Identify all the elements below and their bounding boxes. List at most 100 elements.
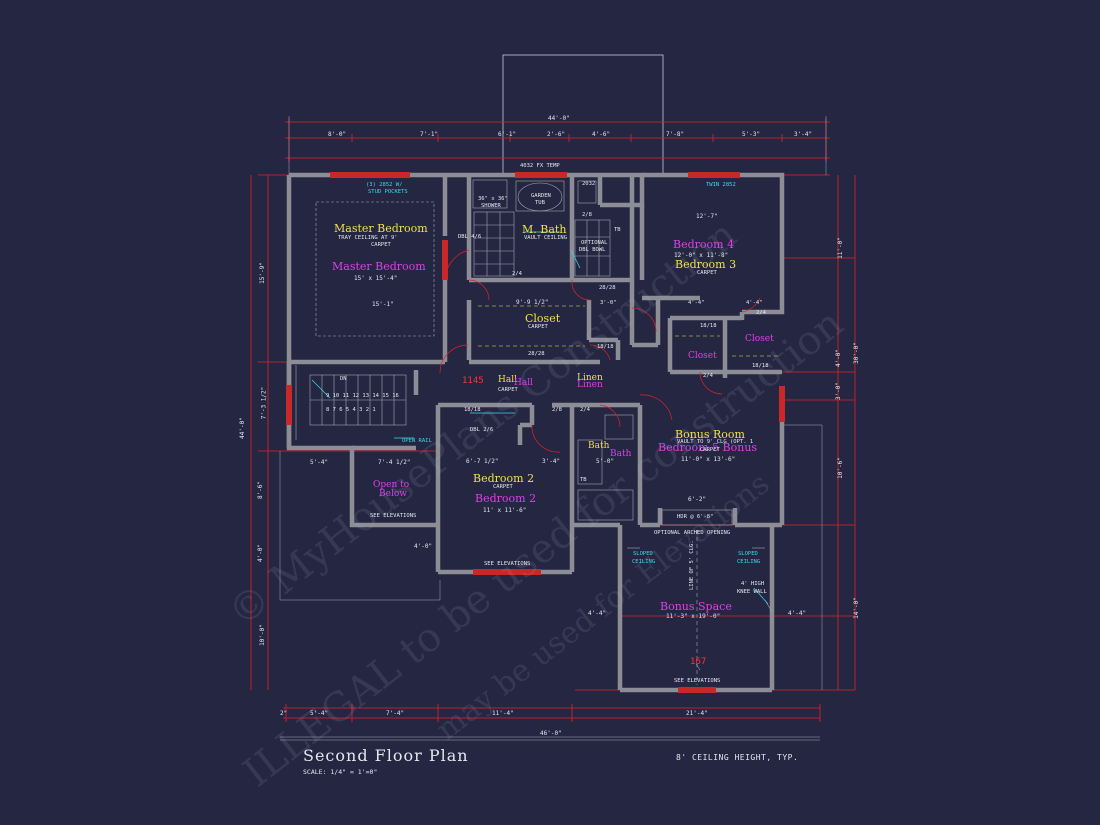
door-24-e: 2/4 <box>580 407 590 413</box>
door-swings <box>439 249 761 453</box>
dim-74: 7'-4 1/2" <box>378 459 411 466</box>
master-bedroom-label: Master Bedroom <box>334 222 428 235</box>
top-dim-8: 3'-4" <box>794 131 813 138</box>
bonus-left-dim: 4'-4" <box>588 610 607 617</box>
door-24-d: 2/4 <box>703 373 713 379</box>
bonus-bedroom-label: Bedroom 5 Bonus <box>658 441 758 454</box>
left-overall-dim: 44'-0" <box>238 417 246 439</box>
master-bedroom-carpet: CARPET <box>371 242 391 248</box>
walls <box>286 172 785 693</box>
dim-50: 5'-0" <box>596 458 615 465</box>
dbl-26: DBL 2/6 <box>470 427 494 433</box>
door-1818-c: 18/18 <box>752 363 769 369</box>
plan-scale: SCALE: 1/4" = 1'=0" <box>303 768 378 776</box>
bottom-dim-4: 11'-4" <box>492 710 514 717</box>
knee-wall-2: KNEE WALL <box>737 589 767 595</box>
sloped-ceiling-2b: CEILING <box>737 559 761 565</box>
bed2-size: 11' x 11'-6" <box>483 507 527 514</box>
open-to-below: Open to <box>373 480 410 490</box>
stair-numbers-bottom: 8 7 6 5 4 3 2 1 <box>326 407 376 413</box>
closet-label: Closet <box>525 312 561 325</box>
optional-bowl: OPTIONAL <box>581 240 608 246</box>
arched-opening: OPTIONAL ARCHED OPENING <box>654 530 731 536</box>
top-dim-2: 7'-1" <box>420 131 439 138</box>
bedroom-3-label: Bedroom 3 <box>675 258 737 271</box>
top-overall-dim: 44'-0" <box>548 115 570 122</box>
bath-label-2: Bath <box>610 449 632 459</box>
twin-window: TWIN 2852 <box>706 182 736 188</box>
left-dim-3: 8'-6" <box>257 480 265 500</box>
hdr-label: HDR @ 6'-8" <box>677 514 714 520</box>
dim-44b: 4'-4" <box>746 300 763 306</box>
dbl-46: DBL 4/6 <box>458 234 482 240</box>
linen-label-2: Linen <box>577 380 603 390</box>
closet-carpet: CARPET <box>528 324 548 330</box>
door-2828-a: 28/28 <box>599 285 616 291</box>
roof-projection <box>502 54 664 176</box>
windows <box>286 172 785 693</box>
right-dim-5: 14'-0" <box>852 597 860 619</box>
knee-wall: 4' HIGH <box>741 581 765 587</box>
ceiling-note: 8' CEILING HEIGHT, TYP. <box>676 753 799 762</box>
tb-label: TB <box>614 227 621 233</box>
stair-numbers-top: 9 10 11 12 13 14 15 16 <box>326 393 399 399</box>
red-1145: 1145 <box>462 376 484 386</box>
bonus-room-note: VAULT TO 9' CLG (OPT. 1 <box>677 439 754 445</box>
bed3-width: 12'-7" <box>696 213 718 220</box>
hall-carpet: CARPET <box>498 387 518 393</box>
door-1818-b: 18/18 <box>700 323 717 329</box>
sloped-ceiling-1b: CEILING <box>632 559 656 565</box>
top-dim-7: 5'-3" <box>742 131 761 138</box>
dim-hdr: 6'-2" <box>688 496 707 503</box>
right-dim-3: 3'-0" <box>835 381 843 401</box>
bottom-dim-5: 21'-4" <box>686 710 708 717</box>
bedroom-2-label: Bedroom 2 <box>473 472 535 485</box>
tb-label-2: TB <box>580 477 587 483</box>
dim-44a: 4'-4" <box>688 300 705 306</box>
dim-34: 3'-4" <box>542 458 561 465</box>
bed3-size: 12'-0" x 11'-8" <box>674 252 729 259</box>
sloped-ceiling-2: SLOPED <box>738 551 758 557</box>
see-elevations-3: SEE ELEVATIONS <box>674 678 721 684</box>
bonus-space-label: Bonus Space <box>660 600 732 613</box>
bottom-dim-1: 2" <box>280 710 288 717</box>
door-28-b: 2/8 <box>552 407 562 413</box>
master-bedroom-width: 15'-1" <box>372 301 394 308</box>
optional-bowl-2: DBL BOWL <box>579 247 606 253</box>
shower-label: 36" x 36" <box>478 196 508 202</box>
linen-label: Linen <box>577 373 603 383</box>
garden-tub: GARDEN <box>531 193 551 199</box>
plan-title: Second Floor Plan <box>303 746 469 765</box>
hall-label-2: Hall <box>514 378 533 388</box>
line-of-clg: LINE OF 5' CLG. <box>689 540 695 590</box>
bonus-right-dim: 4'-4" <box>788 610 807 617</box>
fixture-lines <box>295 179 773 685</box>
master-bedroom-label-2: Master Bedroom <box>332 260 426 273</box>
right-dim-1: 11'-0" <box>836 237 844 259</box>
sloped-ceiling-1: SLOPED <box>633 551 653 557</box>
door-2828-b: 28/28 <box>528 351 545 357</box>
windows-note-2: STUD POCKETS <box>368 189 408 195</box>
top-dim-3: 6'-1" <box>498 131 517 138</box>
left-dim-1: 15'-9" <box>258 262 266 284</box>
see-elevations-2: SEE ELEVATIONS <box>484 561 531 567</box>
bed2-carpet: CARPET <box>493 484 513 490</box>
bed2-dim: 6'-7 1/2" <box>466 458 499 465</box>
master-bedroom-size: 15' x 15'-4" <box>354 275 398 282</box>
mbath-temp: 4032 FX TEMP <box>520 163 560 169</box>
top-dim-6: 7'-8" <box>666 131 685 138</box>
door-28: 2/8 <box>582 212 592 218</box>
garden-tub-2: TUB <box>535 200 545 206</box>
closet-dim: 9'-9 1/2" <box>516 299 549 306</box>
top-dim-5: 4'-6" <box>592 131 611 138</box>
mbath-note: VAULT CEILING <box>524 235 568 241</box>
open-rail: OPEN RAIL <box>402 438 432 444</box>
left-dim-2: 7'-3 1/2" <box>260 386 268 420</box>
bedroom-4-label: Bedroom 4 <box>673 238 735 251</box>
master-bedroom-note: TRAY CEILING AT 9' <box>338 235 398 241</box>
closet-2-label: Closet <box>688 351 717 361</box>
mbath-label: M. Bath <box>522 223 567 236</box>
bonus-carpet: CARPET <box>700 447 720 453</box>
cyan-accents <box>311 231 769 605</box>
